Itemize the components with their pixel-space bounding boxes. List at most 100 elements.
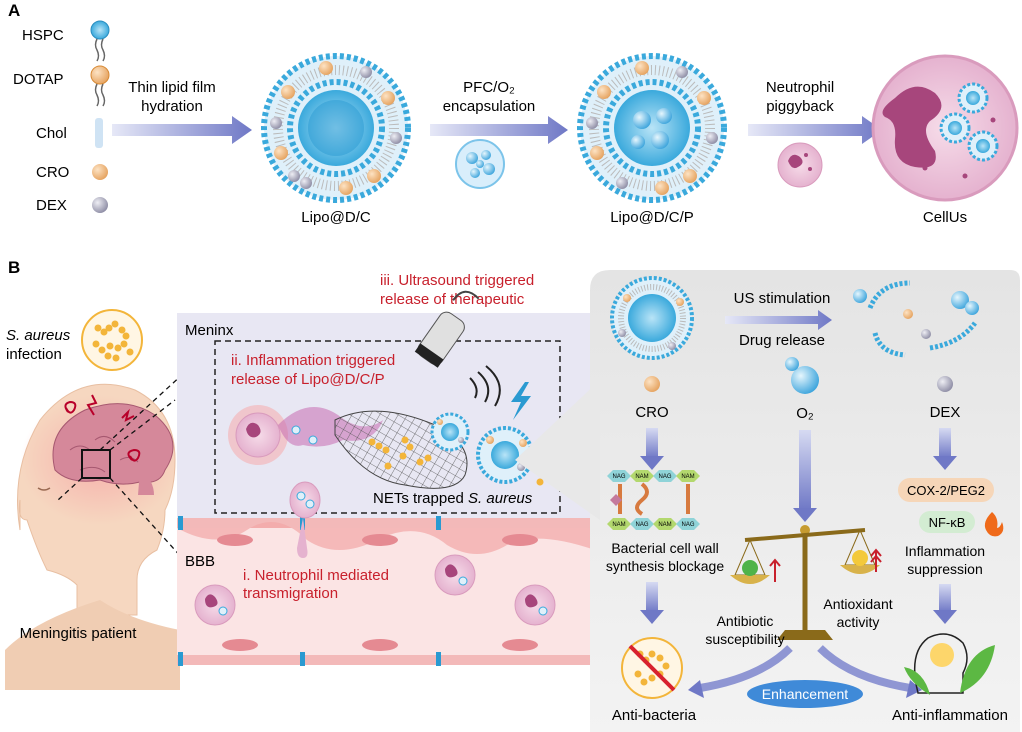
us-stimulation-label: US stimulation <box>734 290 831 307</box>
step-i-label-2: transmigration <box>243 585 338 602</box>
cell-wall-label-1: Bacterial cell wall <box>611 540 718 556</box>
svg-text:NAG: NAG <box>658 474 671 480</box>
step3-label-2: piggyback <box>766 98 834 115</box>
cellus-icon <box>871 54 1019 202</box>
ultrasound-waves-icon <box>469 365 501 407</box>
transmigrating-neutrophil <box>289 481 321 558</box>
cro-icon <box>92 164 108 180</box>
step2-label-2: encapsulation <box>443 98 536 115</box>
bbb-neutrophil-2 <box>434 554 476 596</box>
balance-scale-icon <box>730 525 880 640</box>
inflam-label-1: Inflammation <box>905 543 985 559</box>
product-lipo-dc: Lipo@D/C <box>301 209 371 226</box>
abx-label-2: susceptibility <box>705 631 784 647</box>
step-iii-label-2: release of therapeutic <box>380 291 525 308</box>
us-arrow-icon <box>725 310 832 330</box>
cellus-lipo-3 <box>967 130 999 162</box>
svg-text:NAM: NAM <box>612 522 625 528</box>
svg-text:NAG: NAG <box>635 522 648 528</box>
pfc-o2-nanodroplet-icon <box>455 139 505 189</box>
cox-badge <box>898 478 994 502</box>
enhance-arrow-left <box>699 645 793 692</box>
bacteria-circle-icon <box>81 309 143 371</box>
pain-symbols-icon <box>64 394 141 462</box>
anti-bacteria-icon <box>621 637 683 699</box>
step-ii-label-2: release of Lipo@D/C/P <box>231 371 385 388</box>
step-i-label-1: i. Neutrophil mediated <box>243 567 389 584</box>
anti-inflammation-label: Anti-inflammation <box>892 707 1008 724</box>
lipo-dc-icon <box>261 53 411 203</box>
drug-release-label: Drug release <box>739 332 825 349</box>
cox-label: COX-2/PEG2 <box>907 483 985 498</box>
neutrophil-small-icon <box>777 142 823 188</box>
cellus-lipo-1 <box>957 82 989 114</box>
fire-icon <box>984 512 1004 537</box>
step1-arrow-icon <box>112 116 252 144</box>
antiox-label-2: activity <box>837 614 880 630</box>
abx-label-1: Antibiotic <box>717 613 774 629</box>
mech-lipo-icon <box>610 276 694 360</box>
hspc-icon <box>90 20 110 62</box>
step1-label-1: Thin lipid film <box>128 79 216 96</box>
releasing-neutrophil <box>228 405 383 465</box>
panel-b-letter: B <box>8 258 20 277</box>
antiox-label-1: Antioxidant <box>823 596 892 612</box>
anti-bacteria-label: Anti-bacteria <box>612 707 697 724</box>
enhancement-label: Enhancement <box>762 686 849 702</box>
step-iii-label-1: iii. Ultrasound triggered <box>380 272 534 289</box>
mech-cro-icon <box>644 376 660 392</box>
bbb-endothelium <box>177 522 595 554</box>
inflam-label-2: suppression <box>907 561 983 577</box>
product-cellus: CellUs <box>923 209 967 226</box>
step1-label-2: hydration <box>141 98 203 115</box>
ruptured-lipo-icon <box>853 280 979 358</box>
anti-inflammation-icon <box>904 633 995 695</box>
mech-cro-label: CRO <box>635 404 668 421</box>
panel-a-letter: A <box>8 1 20 20</box>
legend-dex: DEX <box>36 197 67 214</box>
enhance-arrow-right <box>817 645 911 692</box>
step2-arrow-icon <box>430 116 568 144</box>
legend-chol: Chol <box>36 125 67 142</box>
ultrasound-probe-icon <box>414 290 480 368</box>
legend-hspc: HSPC <box>22 27 64 44</box>
peptidoglycan-icon: NAG NAM NAG NAM NAM NAG NAM NAG <box>607 470 700 530</box>
zoom-line-3 <box>109 399 176 451</box>
legend-cro: CRO <box>36 164 69 181</box>
product-lipo-dcp: Lipo@D/C/P <box>610 209 694 226</box>
dotap-icon <box>90 65 110 107</box>
svg-text:NAM: NAM <box>681 474 694 480</box>
svg-text:NAG: NAG <box>681 522 694 528</box>
meninx-label: Meninx <box>185 322 234 339</box>
bbb-label: BBB <box>185 553 215 570</box>
meninx-lipo-1 <box>430 412 470 452</box>
bbb-neutrophil-3 <box>514 584 556 626</box>
nfkb-badge <box>919 511 975 533</box>
mech-dex-label: DEX <box>930 404 961 421</box>
infection-label-2: infection <box>6 346 62 363</box>
patient-label: Meningitis patient <box>20 625 138 642</box>
lightning-icon <box>511 382 531 420</box>
legend-dotap: DOTAP <box>13 71 64 88</box>
step3-label-1: Neutrophil <box>766 79 834 96</box>
cellus-lipo-2 <box>939 112 971 144</box>
svg-text:NAM: NAM <box>658 522 671 528</box>
patient-head-icon <box>5 383 180 690</box>
zoom-line-4 <box>57 477 83 501</box>
step2-label-1: PFC/O₂ <box>463 79 515 96</box>
svg-text:NAG: NAG <box>612 474 625 480</box>
lipo-dcp-icon <box>577 53 727 203</box>
dex-icon <box>92 197 108 213</box>
nfkb-label: NF-κB <box>929 515 966 530</box>
mech-o2-label: O₂ <box>796 405 814 422</box>
step-ii-label-1: ii. Inflammation triggered <box>231 352 395 369</box>
step3-arrow-icon <box>748 116 882 144</box>
nets-label-1: NETs trapped S. aureus <box>373 490 533 507</box>
svg-text:NAM: NAM <box>635 474 648 480</box>
mech-dex-icon <box>937 376 953 392</box>
enhancement-badge <box>747 680 863 708</box>
cell-wall-label-2: synthesis blockage <box>606 558 725 574</box>
up-arrow-icon-1 <box>769 558 781 582</box>
up-arrow-icon-2 <box>870 548 882 572</box>
